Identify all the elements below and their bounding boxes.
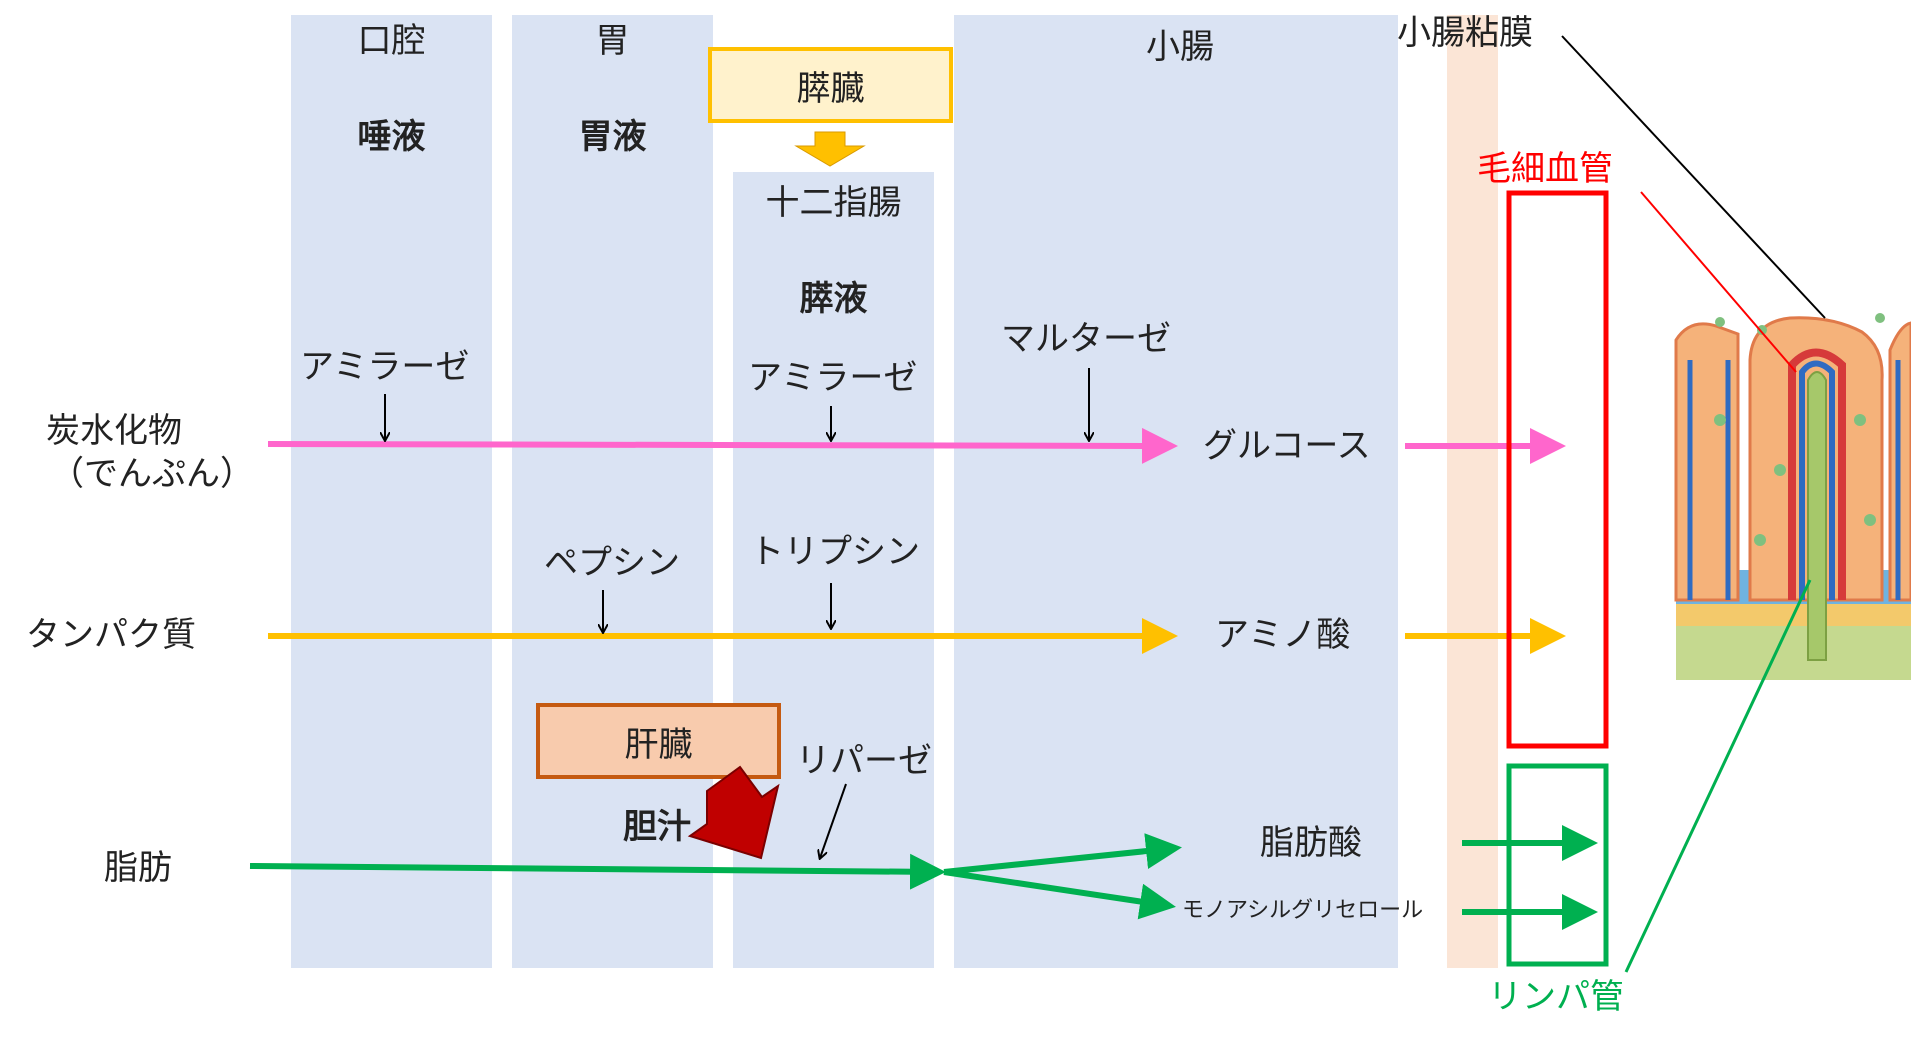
monoacylglycerol-branch-arrow xyxy=(943,869,1176,920)
column-small-intestine xyxy=(954,15,1398,968)
juice-gastric-label: 胃液 xyxy=(578,117,647,157)
pancreas-label: 膵臓 xyxy=(796,68,865,109)
juice-saliva-label: 唾液 xyxy=(357,117,426,157)
lymph-leader-line xyxy=(1624,579,1812,973)
product-fatty-acid-label: 脂肪酸 xyxy=(1260,823,1362,863)
lacteal xyxy=(1807,371,1827,661)
pancreas-box: 膵臓 xyxy=(708,47,953,123)
pancreas-down-arrow xyxy=(794,131,866,167)
nutrient-carb-sub-label: （でんぷん） xyxy=(50,454,254,494)
vessel-capillary-label: 毛細血管 xyxy=(1477,149,1613,189)
enzyme-maltase-label: マルターゼ xyxy=(1001,319,1171,359)
nutrient-protein-label: タンパク質 xyxy=(26,615,196,655)
nutrient-carb-label: 炭水化物 xyxy=(46,411,182,451)
mucosa-band xyxy=(1447,15,1498,968)
lymph-box xyxy=(1506,763,1609,967)
carb-flow-arrow xyxy=(267,427,1178,464)
product-glucose-label: グルコース xyxy=(1203,426,1371,466)
capillary-box xyxy=(1506,190,1609,749)
vessel-lymph-label: リンパ管 xyxy=(1488,977,1624,1017)
enzyme-amylase-pancreas-label: アミラーゼ xyxy=(748,358,918,398)
enzyme-pepsin-label: ペプシン xyxy=(544,543,680,583)
organ-small-intestine-label: 小腸 xyxy=(1146,27,1214,67)
column-mouth xyxy=(291,15,492,968)
column-stomach xyxy=(512,15,713,968)
juice-pancreatic-label: 膵液 xyxy=(799,279,868,319)
enzyme-lipase-label: リパーゼ xyxy=(796,741,932,781)
organ-mucosa-label: 小腸粘膜 xyxy=(1397,13,1533,53)
liver-label: 肝臓 xyxy=(624,724,693,765)
juice-bile-label: 胆汁 xyxy=(623,807,691,847)
lipase-arrow xyxy=(820,783,847,858)
enzyme-trypsin-label: トリプシン xyxy=(750,532,920,572)
product-monoacylglycerol-label: モノアシルグリセロール xyxy=(1182,898,1424,923)
fatty-acid-branch-arrow xyxy=(943,833,1182,875)
organ-mouth-label: 口腔 xyxy=(357,21,426,61)
organ-stomach-label: 胃 xyxy=(595,21,630,61)
mucosa-leader-line xyxy=(1561,35,1826,319)
fat-flow-arrow xyxy=(249,853,946,890)
organ-duodenum-label: 十二指腸 xyxy=(765,183,902,223)
product-amino-acid-label: アミノ酸 xyxy=(1215,615,1351,655)
bile-arrow xyxy=(687,765,780,860)
villus-illustration xyxy=(1674,313,1911,680)
enzyme-amylase-mouth-label: アミラーゼ xyxy=(300,347,470,387)
capillary-leader-line xyxy=(1640,191,1797,373)
nutrient-fat-label: 脂肪 xyxy=(104,848,172,888)
